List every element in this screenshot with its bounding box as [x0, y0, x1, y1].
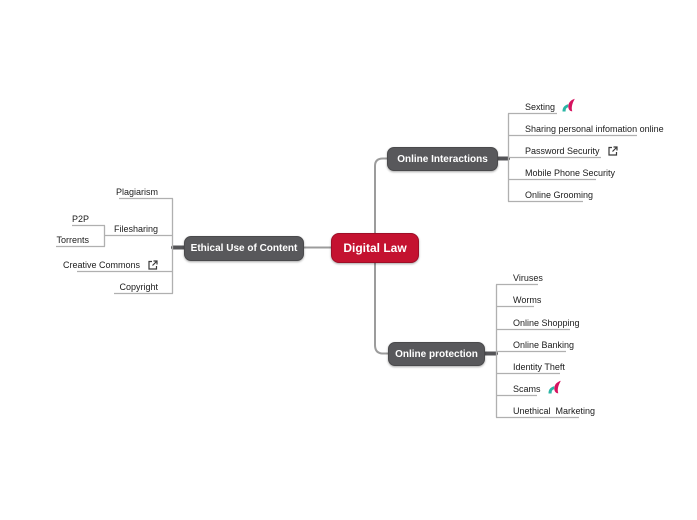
subtopic-identity-theft[interactable]: Identity Theft [513, 360, 565, 373]
subtopic-label: Sexting [525, 101, 556, 112]
quotes-attachment-icon[interactable] [547, 380, 562, 394]
topic-online-interactions[interactable]: Online Interactions [387, 147, 498, 171]
root-topic-digital-law[interactable]: Digital Law [331, 233, 419, 263]
subtopic-creative-commons[interactable]: Creative Commons [63, 258, 158, 271]
subtopic-scams[interactable]: Scams [513, 380, 562, 395]
subtopic-label: Mobile Phone Security [525, 167, 616, 178]
subtopic-sexting[interactable]: Sexting [525, 98, 576, 113]
subtopic-filesharing[interactable]: Filesharing [114, 222, 158, 235]
subtopic-label: P2P [71, 213, 89, 224]
subtopic-online-banking[interactable]: Online Banking [513, 338, 574, 351]
subtopic-online-grooming[interactable]: Online Grooming [525, 188, 593, 201]
topic-ethical-use-of-content[interactable]: Ethical Use of Content [184, 236, 304, 261]
subtopic-label: Online Shopping [513, 317, 580, 328]
external-link-icon[interactable] [148, 259, 158, 270]
subtopic-p2p[interactable]: P2P [72, 212, 89, 225]
subtopic-label: Filesharing [113, 223, 158, 234]
subtopic-label: Scams [513, 383, 541, 394]
subtopic-sharing-personal-information[interactable]: Sharing personal infomation online [525, 122, 664, 135]
subtopic-online-shopping[interactable]: Online Shopping [513, 316, 580, 329]
subtopic-plagiarism[interactable]: Plagiarism [116, 185, 158, 198]
subtopic-label: Worms [513, 294, 542, 305]
subtopic-unethical-marketing[interactable]: Unethical Marketing [513, 404, 595, 417]
external-link-icon[interactable] [607, 145, 618, 156]
subtopic-label: Plagiarism [115, 186, 158, 197]
subtopic-label: Online Banking [513, 339, 575, 350]
subtopic-label: Online Grooming [525, 189, 594, 200]
subtopic-label: Unethical Marketing [513, 405, 596, 416]
subtopic-label: Copyright [119, 281, 158, 292]
subtopic-viruses[interactable]: Viruses [513, 271, 543, 284]
subtopic-worms[interactable]: Worms [513, 293, 541, 306]
topic-online-protection[interactable]: Online protection [388, 342, 485, 366]
subtopic-label: Creative Commons [62, 259, 140, 270]
subtopic-label: Torrents [56, 234, 89, 245]
subtopic-label: Password Security [525, 145, 600, 156]
subtopic-password-security[interactable]: Password Security [525, 144, 618, 157]
subtopic-copyright[interactable]: Copyright [119, 280, 158, 293]
subtopic-label: Sharing personal infomation online [525, 123, 664, 134]
quotes-attachment-icon[interactable] [561, 98, 576, 112]
subtopic-mobile-phone-security[interactable]: Mobile Phone Security [525, 166, 615, 179]
subtopic-label: Viruses [513, 272, 543, 283]
subtopic-torrents[interactable]: Torrents [56, 233, 89, 246]
subtopic-label: Identity Theft [513, 361, 565, 372]
